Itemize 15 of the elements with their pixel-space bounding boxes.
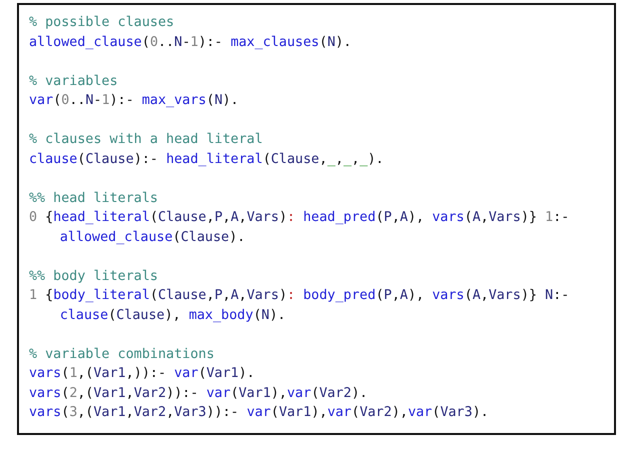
code-line: vars(2,(Var1,Var2)):- var(Var1),var(Var2). <box>29 384 369 402</box>
code-line: allowed_clause(0..N-1):- max_clauses(N). <box>29 34 352 52</box>
code-line: clause(Clause):- head_literal(Clause,_,_,_). <box>29 150 385 168</box>
code-line: vars(3,(Var1,Var2,Var3)):- var(Var1),var(Var2),var(Var3). <box>29 404 490 422</box>
code-comment: %% head literals <box>29 190 159 208</box>
code-comment: % variables <box>29 72 119 90</box>
code-line: vars(1,(Var1,)):- var(Var1). <box>29 365 256 383</box>
code-listing-box <box>17 3 616 434</box>
code-comment: %% body literals <box>29 268 159 286</box>
code-line: 1 {body_literal(Clause,P,A,Vars): body_pred(P,A), vars(A,Vars)} N:- clause(Clause), max_body(N). <box>29 287 570 324</box>
code-comment: % variable combinations <box>29 346 216 364</box>
code-comment: % clauses with a head literal <box>29 131 264 149</box>
code-line: var(0..N-1):- max_vars(N). <box>29 92 240 110</box>
code-comment: % possible clauses <box>29 14 176 32</box>
code-line: 0 {head_literal(Clause,P,A,Vars): head_pred(P,A), vars(A,Vars)} 1:- allowed_clause(Clause). <box>29 209 570 246</box>
